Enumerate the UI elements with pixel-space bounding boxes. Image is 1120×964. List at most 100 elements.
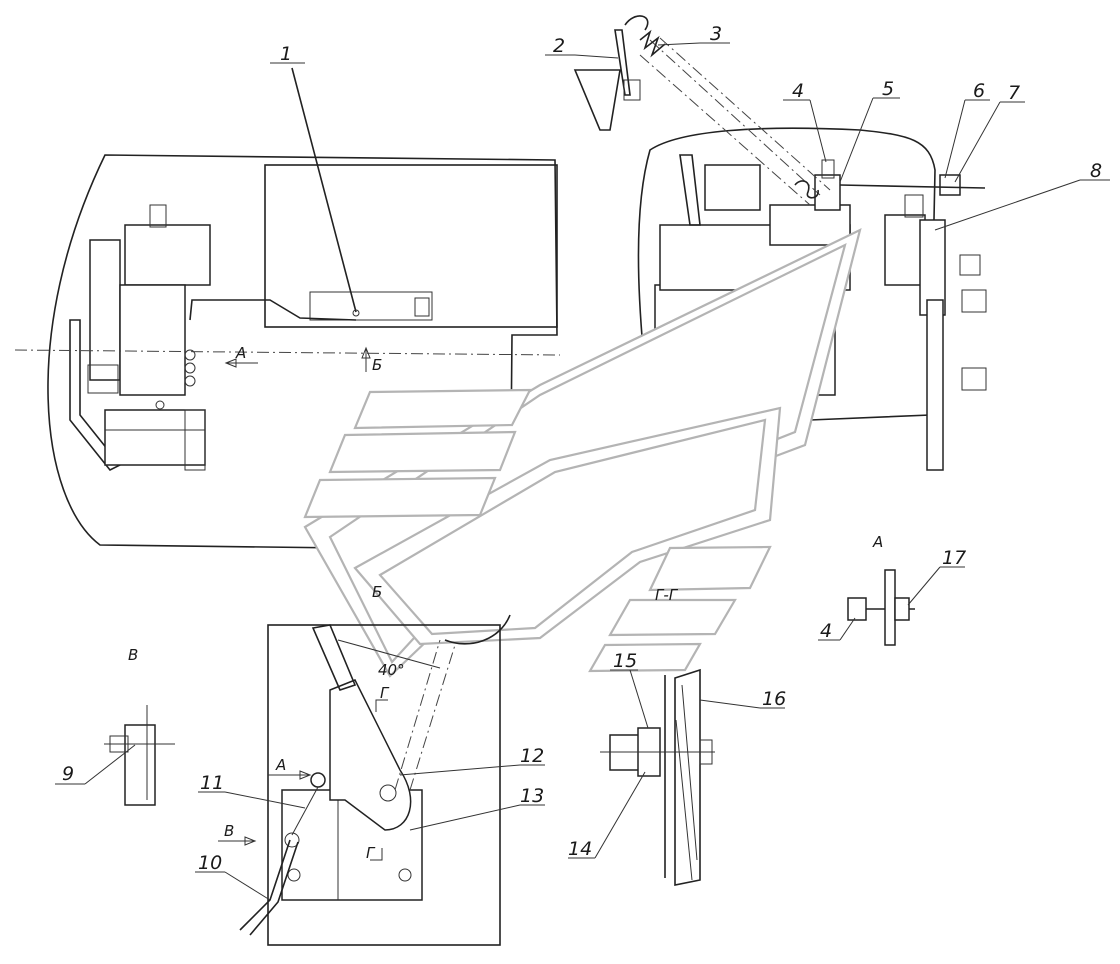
callout-8: 8 bbox=[1090, 160, 1102, 182]
cut-g-lower-mark bbox=[370, 848, 383, 861]
watermark-bar-5 bbox=[608, 598, 737, 637]
callout-5: 5 bbox=[882, 78, 894, 100]
stop-screw-body bbox=[814, 174, 841, 211]
callout-11: 11 bbox=[200, 772, 224, 794]
callout-13: 13 bbox=[520, 785, 544, 807]
cab-panel bbox=[264, 164, 558, 328]
arrow-v-lower-head bbox=[244, 836, 257, 846]
leader-1 bbox=[291, 67, 357, 313]
leader-10 bbox=[224, 871, 271, 901]
leader-6 bbox=[944, 99, 966, 179]
cab-outline bbox=[47, 154, 558, 551]
pump-cap bbox=[904, 194, 924, 218]
rod-10-outer bbox=[249, 841, 299, 936]
engine-silhouette bbox=[637, 127, 936, 421]
watermark-bar-3 bbox=[303, 476, 497, 519]
cable-dash-c bbox=[659, 37, 831, 191]
callout-7: 7 bbox=[1008, 82, 1020, 104]
arrow-a-head bbox=[224, 358, 237, 368]
callout-2: 2 bbox=[553, 35, 565, 57]
section-b-frame bbox=[267, 624, 501, 946]
leader-4a bbox=[839, 617, 856, 641]
plate-bolt-b bbox=[398, 868, 412, 882]
engine-box bbox=[87, 364, 119, 394]
angle-arc bbox=[337, 639, 441, 669]
spring-bolt bbox=[623, 79, 641, 101]
spring-hook bbox=[624, 15, 649, 31]
filler-neck bbox=[149, 204, 167, 228]
view-a-nut bbox=[894, 597, 910, 621]
cable-end bbox=[352, 309, 360, 317]
governor bbox=[769, 204, 851, 246]
callout-numbers: 1 2 3 4 5 6 7 8 9 10 11 12 13 14 15 16 1… bbox=[62, 23, 1102, 874]
rod-joint bbox=[284, 832, 300, 848]
panel-hatch-b bbox=[675, 719, 693, 881]
leader-5 bbox=[839, 97, 874, 183]
callout-1: 1 bbox=[280, 43, 292, 65]
pump-lever bbox=[679, 154, 701, 226]
arrow-b-head bbox=[361, 346, 371, 359]
plate-bolt-a bbox=[287, 868, 301, 882]
leader-11 bbox=[224, 791, 306, 809]
link-11 bbox=[291, 786, 319, 836]
watermark-bar-4 bbox=[648, 545, 772, 592]
lever-alt-position-b bbox=[409, 644, 456, 791]
spring-on-lever bbox=[794, 180, 819, 199]
engine-left bbox=[69, 204, 211, 472]
bracket-bar bbox=[926, 299, 944, 471]
watermark-lower-inner bbox=[378, 418, 767, 636]
arrow-v-lower-label: В bbox=[224, 822, 234, 840]
cable-dash-b bbox=[639, 54, 811, 206]
gg-bolt-end bbox=[699, 739, 713, 765]
switch-bracket bbox=[309, 291, 433, 321]
arrow-a-label: А bbox=[235, 344, 246, 362]
cable-clamp bbox=[939, 174, 961, 196]
callout-9: 9 bbox=[62, 763, 74, 785]
cut-g-upper-mark bbox=[375, 699, 388, 712]
engine-bolt-a bbox=[184, 349, 196, 361]
callout-6: 6 bbox=[973, 80, 985, 102]
view-a-plate bbox=[884, 569, 896, 646]
arrow-b-label: Б bbox=[372, 356, 382, 374]
leader-13 bbox=[409, 804, 521, 831]
callout-4-view-a: 4 bbox=[820, 620, 832, 642]
spring-lever bbox=[614, 29, 631, 96]
spring-detail bbox=[573, 15, 666, 131]
leader-17 bbox=[907, 566, 941, 606]
spring-3 bbox=[639, 29, 666, 58]
callout-16: 16 bbox=[762, 688, 786, 710]
cut-g-lower-label: Г bbox=[366, 844, 376, 862]
pump-head bbox=[704, 164, 761, 211]
leader-lines bbox=[55, 42, 1110, 901]
main-assembly-view: А Б bbox=[14, 67, 561, 551]
lever-arm bbox=[311, 624, 357, 691]
lever-12 bbox=[329, 679, 412, 831]
lever-pivot bbox=[379, 784, 397, 802]
leader-8 bbox=[934, 179, 1081, 231]
bolt-b bbox=[961, 289, 987, 313]
engine-base bbox=[104, 409, 206, 466]
callout-17: 17 bbox=[942, 547, 966, 569]
watermark-bar-1 bbox=[353, 388, 532, 430]
switch-box bbox=[414, 297, 430, 317]
cable-rod bbox=[839, 184, 986, 189]
pump-side bbox=[884, 214, 926, 286]
engine-bolt-d bbox=[155, 400, 165, 410]
angle-label: 40° bbox=[378, 661, 405, 679]
engine-bolt-c bbox=[184, 375, 196, 387]
view-v-bracket bbox=[124, 724, 156, 806]
leader-3 bbox=[657, 42, 701, 46]
callout-4: 4 bbox=[792, 80, 804, 102]
cable-break-line bbox=[444, 614, 511, 645]
section-b-label: Б bbox=[372, 583, 382, 601]
centerline-horizontal bbox=[14, 349, 561, 356]
leader-15 bbox=[629, 669, 649, 729]
callout-14: 14 bbox=[568, 838, 592, 860]
section-b-view: 40° Б А В Г Г bbox=[218, 583, 511, 946]
section-gg-label: Г-Г bbox=[655, 586, 679, 604]
callout-15: 15 bbox=[613, 650, 637, 672]
callout-10: 10 bbox=[198, 852, 222, 874]
base-foot bbox=[184, 409, 206, 471]
cable-dash-a bbox=[649, 39, 821, 196]
